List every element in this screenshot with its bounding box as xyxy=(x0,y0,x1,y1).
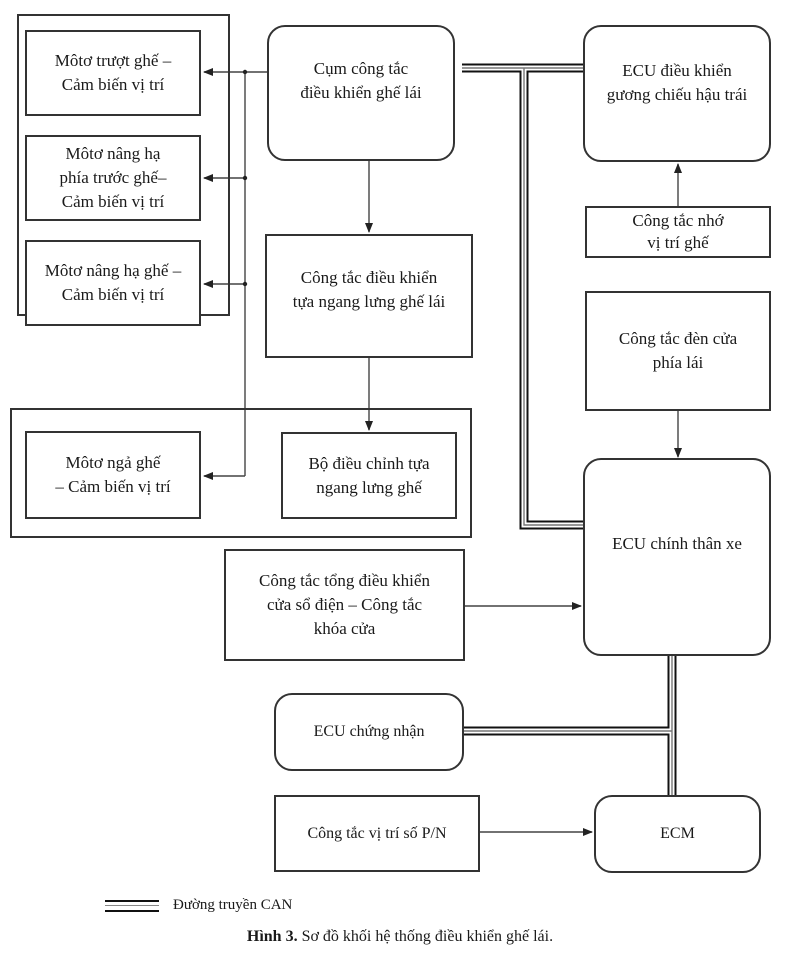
block-seat-switch-cluster[interactable]: Cụm công tắc điều khiển ghế lái xyxy=(267,25,455,161)
block-label: Công tắc điều khiển tựa ngang lưng ghế l… xyxy=(292,268,446,311)
legend-label: Đường truyền CAN xyxy=(173,897,293,913)
block-label: Môtơ ngả ghế – Cảm biến vị trí xyxy=(55,453,171,496)
block-mirror-ecu[interactable]: ECU điều khiển gương chiếu hậu trái xyxy=(583,25,771,162)
backrest-group xyxy=(10,408,472,538)
block-label: Cụm công tắc điều khiển ghế lái xyxy=(300,59,422,102)
caption-text: Sơ đồ khối hệ thống điều khiển ghế lái. xyxy=(297,928,554,945)
block-label: ECU điều khiển gương chiếu hậu trái xyxy=(606,61,748,104)
block-label: Công tắc vị trí số P/N xyxy=(307,824,447,842)
block-motor-slide[interactable]: Môtơ trượt ghế – Cảm biến vị trí xyxy=(25,30,201,116)
block-lumbar-adjuster[interactable]: Bộ điều chỉnh tựa ngang lưng ghế xyxy=(281,432,457,519)
block-label: Môtơ nâng hạ phía trước ghế– Cảm biến vị… xyxy=(59,144,167,211)
block-ecm[interactable]: ECM xyxy=(594,795,761,873)
block-pn-switch[interactable]: Công tắc vị trí số P/N xyxy=(274,795,480,872)
figure-label: Hình 3. xyxy=(246,928,298,945)
can-line-legend-icon xyxy=(105,899,159,912)
block-motor-front-lift[interactable]: Môtơ nâng hạ phía trước ghế– Cảm biến vị… xyxy=(25,135,201,221)
block-master-window-switch[interactable]: Công tắc tổng điều khiển cửa sổ điện – C… xyxy=(224,549,465,661)
legend: Đường truyền CAN xyxy=(105,897,292,914)
block-lumbar-switch[interactable]: Công tắc điều khiển tựa ngang lưng ghế l… xyxy=(265,234,473,358)
block-label: Môtơ nâng hạ ghế – Cảm biến vị trí xyxy=(44,261,182,304)
block-label: Công tắc đèn cửa phía lái xyxy=(618,329,738,372)
block-label: ECU chứng nhận xyxy=(313,723,425,740)
block-label: ECM xyxy=(660,825,695,842)
can-bus xyxy=(462,63,677,795)
block-main-body-ecu[interactable]: ECU chính thân xe xyxy=(583,458,771,656)
block-certification-ecu[interactable]: ECU chứng nhận xyxy=(274,693,464,771)
block-door-courtesy-switch[interactable]: Công tắc đèn cửa phía lái xyxy=(585,291,771,411)
block-memory-switch[interactable]: Công tắc nhớ vị trí ghế xyxy=(585,206,771,258)
junction-dot xyxy=(242,281,248,287)
junction-dot xyxy=(242,175,248,181)
block-label: Môtơ trượt ghế – Cảm biến vị trí xyxy=(54,51,172,94)
block-label: Công tắc tổng điều khiển cửa sổ điện – C… xyxy=(259,571,430,638)
junction-dot xyxy=(242,69,248,75)
block-motor-lift[interactable]: Môtơ nâng hạ ghế – Cảm biến vị trí xyxy=(25,240,201,326)
block-label: Bộ điều chỉnh tựa ngang lưng ghế xyxy=(308,453,430,497)
block-label: Công tắc nhớ vị trí ghế xyxy=(632,211,724,252)
figure-caption: Hình 3. Sơ đồ khối hệ thống điều khiển g… xyxy=(0,928,800,946)
block-motor-recline[interactable]: Môtơ ngả ghế – Cảm biến vị trí xyxy=(25,431,201,519)
block-label: ECU chính thân xe xyxy=(612,534,742,553)
